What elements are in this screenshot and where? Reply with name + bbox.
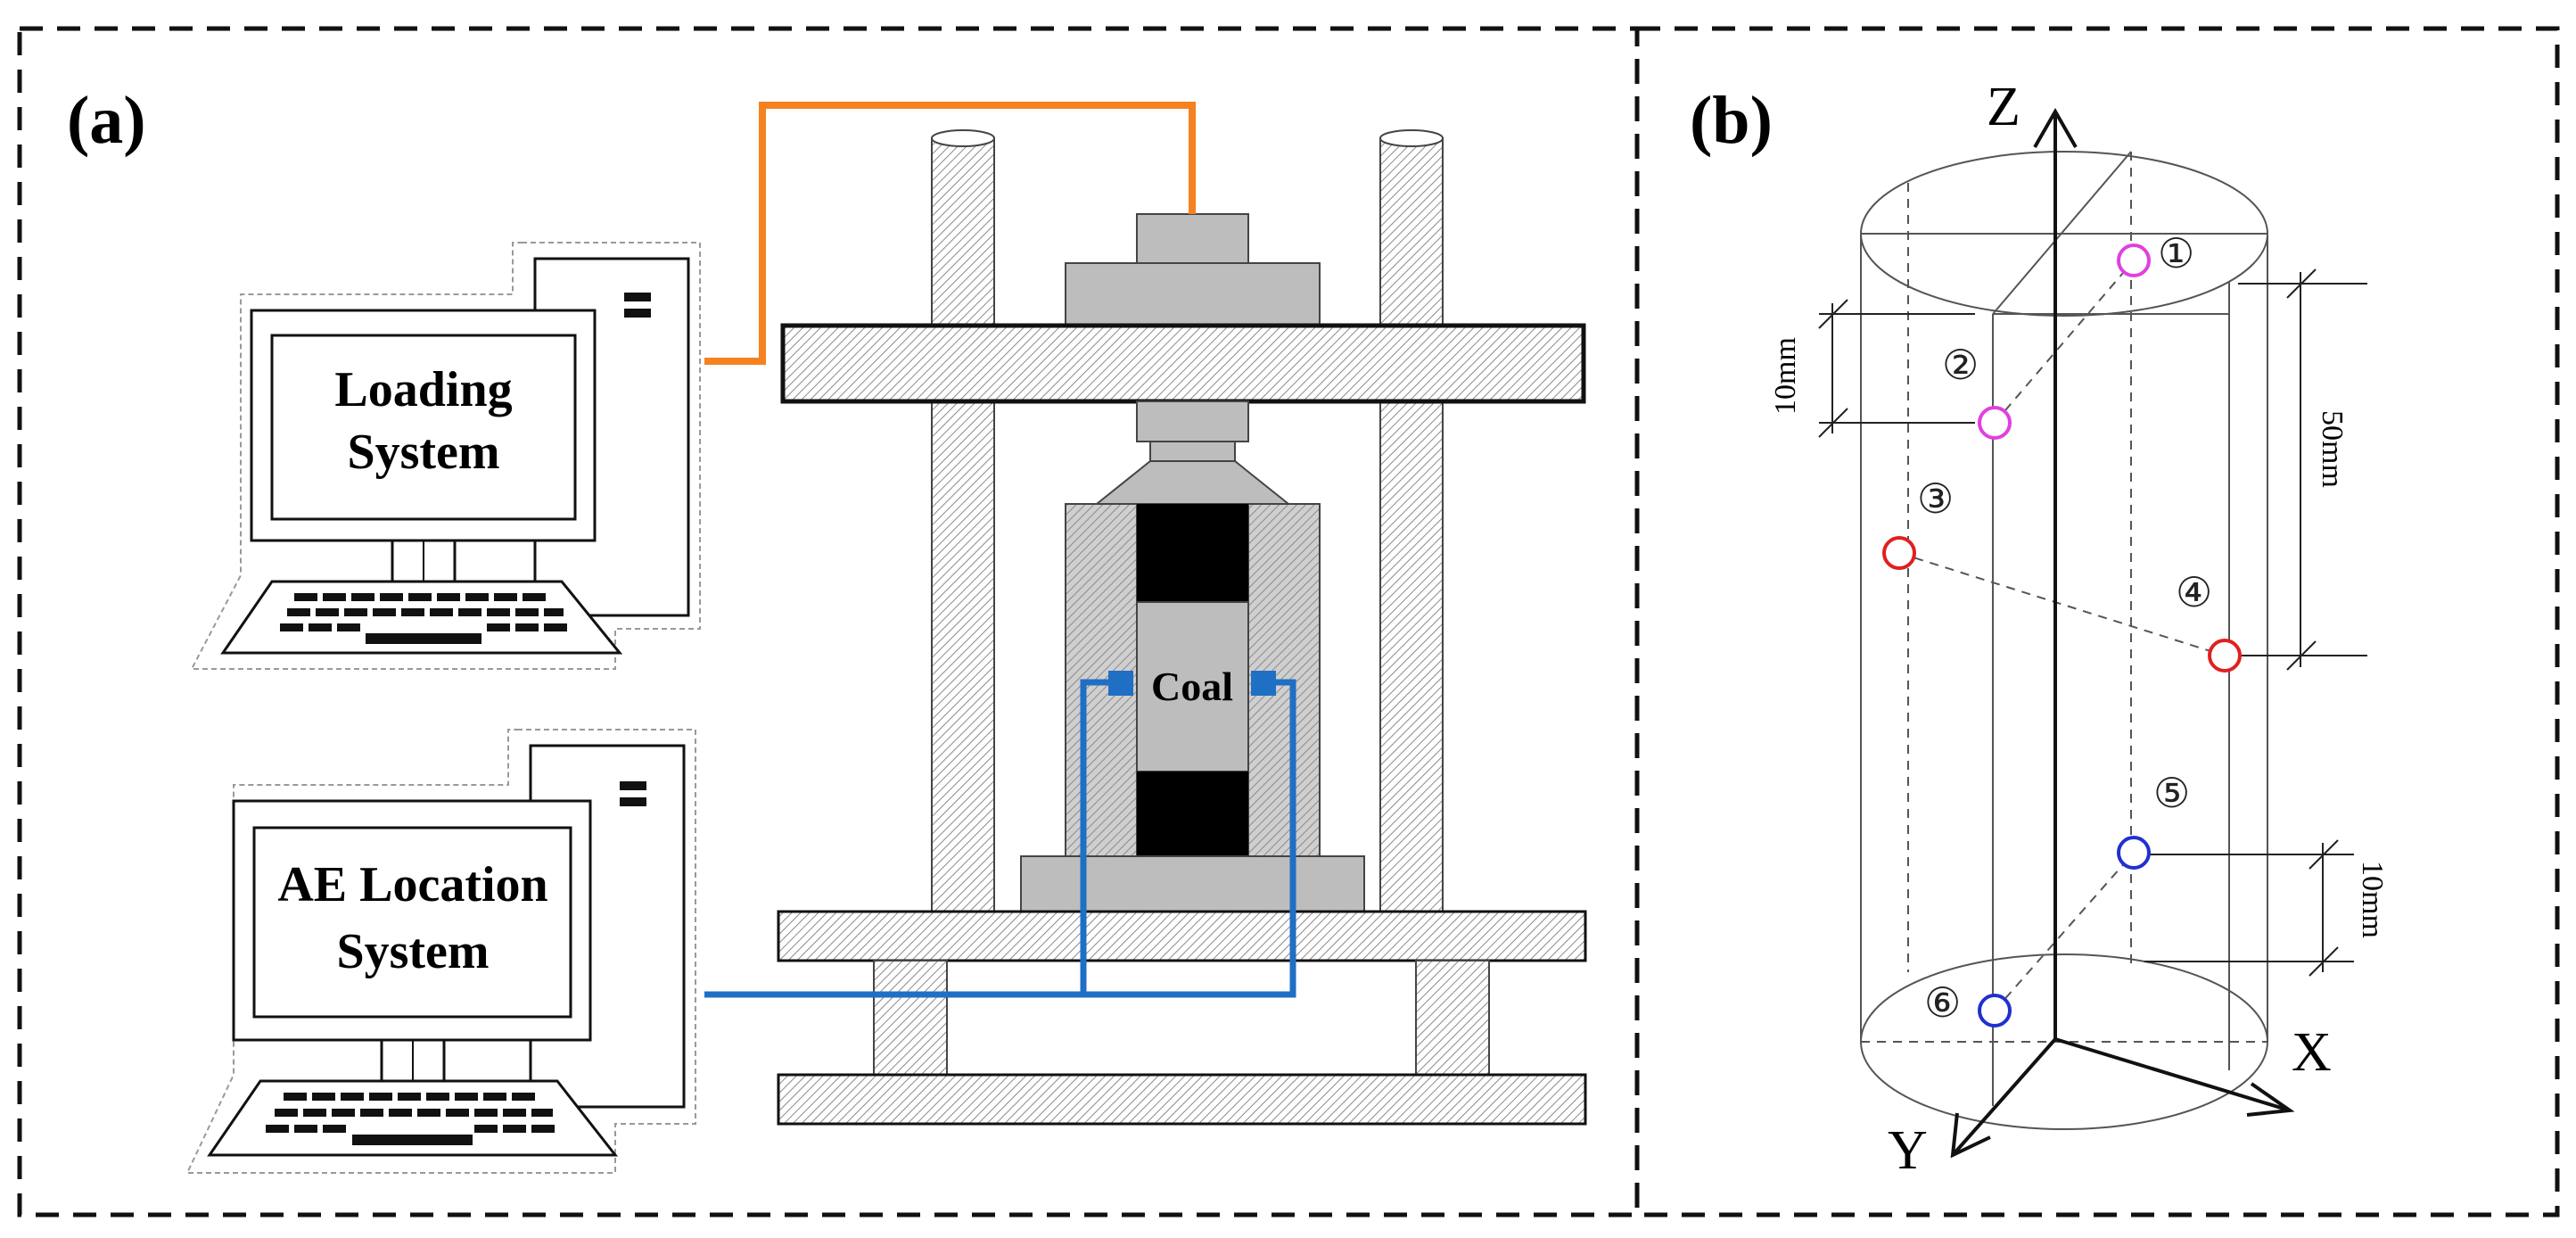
sensor-markers: ① ② ③ ④ ⑤ ⑥ [1882, 229, 2242, 1028]
chamber-base [1020, 855, 1365, 912]
load-head-base [1065, 262, 1321, 326]
dim-top-label: 10mm [1769, 337, 1802, 415]
panel-b-frame [1634, 26, 2560, 1217]
dim-bottom-label: 10mm [2356, 861, 2389, 938]
upper-crossbeam [780, 323, 1586, 404]
sensor-3-label: ③ [1917, 475, 1954, 523]
sensor-6-marker [1978, 994, 2012, 1028]
loading-monitor-screen [270, 334, 577, 521]
ae-cable [704, 679, 1296, 998]
ae-keyboard-keys [266, 1093, 555, 1145]
loading-tower-slot-2 [624, 309, 651, 318]
loading-tower-slot-1 [624, 293, 651, 301]
left-column-top [931, 129, 995, 147]
sensor-2-label: ② [1942, 341, 1979, 389]
ae-cable-branch [1080, 679, 1119, 995]
cylinder-sensor-layout [1860, 151, 2268, 1130]
x-axis-label: X [2292, 1022, 2332, 1083]
x-axis-arrowhead [2246, 1082, 2295, 1117]
dim-middle-label: 50mm [2316, 410, 2349, 488]
left-support-leg [873, 960, 948, 1076]
right-column [1379, 137, 1444, 920]
panel-b-tag: (b) [1690, 83, 1773, 158]
ae-label-line1: AE Location [277, 857, 547, 912]
loading-system-computer: Loading System [190, 242, 701, 670]
left-ae-sensor [1108, 671, 1133, 696]
dimension-lines [1818, 268, 2367, 977]
loading-label-line2: System [347, 425, 499, 480]
piston-lower [1149, 441, 1236, 462]
sensor-5-marker [2117, 836, 2151, 870]
sensor-6-label: ⑥ [1924, 978, 1961, 1027]
sensor-1-marker [2117, 243, 2151, 277]
lower-platen [777, 910, 1587, 962]
coordinate-axes [1950, 107, 2295, 1159]
loading-computer-shadow [190, 242, 701, 670]
loading-press-frame: Coal [777, 129, 1587, 1126]
loading-keyboard-keys [280, 593, 567, 644]
ae-location-computer: AE Location System [185, 729, 696, 1174]
sensor-1-label: ① [2158, 229, 2194, 277]
lower-indenter [1137, 772, 1248, 856]
y-axis [1951, 1037, 2057, 1157]
y-axis-label: Y [1888, 1120, 1928, 1181]
sensor-5-label: ⑤ [2153, 769, 2190, 817]
loading-keyboard [220, 580, 623, 655]
ae-computer-shadow [185, 729, 696, 1174]
upper-indenter [1137, 504, 1248, 602]
sensor-3-marker [1882, 536, 1916, 570]
piston-upper [1136, 400, 1249, 442]
right-ae-sensor [1251, 671, 1276, 696]
sensor-2-marker [1978, 406, 2012, 440]
piston-cone [1094, 460, 1291, 505]
right-support-leg [1415, 960, 1490, 1076]
panel-a-frame [17, 26, 1640, 1217]
sensor-4-marker [2208, 639, 2242, 673]
z-axis-label: Z [1987, 77, 2020, 137]
specimen-label: Coal [1151, 664, 1233, 709]
base-plate [777, 1073, 1587, 1126]
ae-tower-slot-2 [620, 797, 646, 806]
ae-tower-slot-1 [620, 781, 646, 790]
loading-cable [704, 102, 1196, 365]
y-axis-arrowhead [1950, 1112, 1991, 1159]
right-column-top [1379, 129, 1444, 147]
ae-label-line2: System [336, 924, 489, 979]
x-axis [2054, 1037, 2291, 1112]
panel-a-tag: (a) [67, 83, 146, 158]
load-head-top [1136, 213, 1249, 264]
ae-monitor-screen [252, 826, 572, 1019]
z-axis-arrowhead [2033, 107, 2078, 148]
sensor-4-label: ④ [2176, 568, 2212, 616]
loading-label-line1: Loading [334, 362, 512, 417]
left-column [931, 137, 995, 920]
